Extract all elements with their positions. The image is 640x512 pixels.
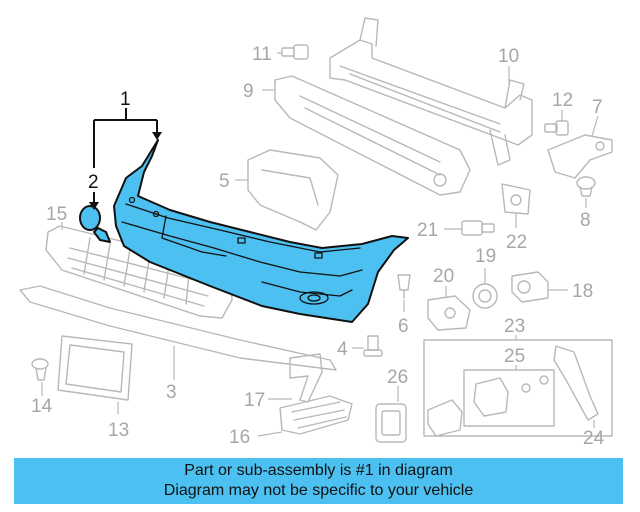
part-14-push-clip bbox=[31, 358, 49, 396]
part-2-tow-cover bbox=[79, 205, 111, 243]
part-24-bracket bbox=[553, 345, 599, 428]
part-23-radar-assembly bbox=[423, 335, 613, 437]
callout-23: 23 bbox=[504, 316, 525, 337]
callout-13: 13 bbox=[108, 420, 129, 441]
callout-2: 2 bbox=[88, 172, 99, 193]
banner-line-2: Diagram may not be specific to your vehi… bbox=[163, 482, 474, 499]
callout-9: 9 bbox=[243, 81, 254, 102]
part-12-bolt bbox=[544, 110, 569, 136]
part-10-reinforcement-bar bbox=[329, 17, 533, 166]
radar-sensor bbox=[427, 399, 463, 437]
callout-22: 22 bbox=[506, 232, 527, 253]
callout-14: 14 bbox=[31, 396, 53, 417]
part-7-side-bracket bbox=[547, 115, 613, 179]
callout-3: 3 bbox=[166, 382, 177, 403]
part-15-grille bbox=[45, 222, 233, 319]
callout-24: 24 bbox=[583, 428, 605, 449]
part-21-sensor bbox=[444, 220, 495, 236]
callout-5: 5 bbox=[219, 171, 230, 192]
part-9-absorber bbox=[262, 75, 471, 196]
part-20-sensor-holder bbox=[427, 286, 471, 331]
part-17-trim-bracket bbox=[268, 353, 323, 403]
part-8-clip bbox=[576, 176, 596, 208]
part-25-radar-bracket bbox=[463, 365, 555, 427]
parts-diagram: 11 10 9 12 7 8 5 bbox=[19, 17, 613, 449]
part-4-screw bbox=[352, 335, 383, 357]
part-19-grommet bbox=[472, 268, 498, 309]
callout-17: 17 bbox=[244, 390, 265, 411]
callout-21: 21 bbox=[417, 220, 438, 241]
part-5-guide-bracket bbox=[235, 149, 339, 231]
part-22-sensor-bracket bbox=[501, 183, 531, 228]
callout-1: 1 bbox=[120, 89, 131, 110]
callout-18: 18 bbox=[572, 281, 593, 302]
part-3-lower-spoiler bbox=[19, 285, 337, 380]
part-13-plate-bracket bbox=[57, 335, 133, 414]
part-16-fog-grille bbox=[257, 395, 353, 437]
callout-12: 12 bbox=[552, 90, 573, 111]
callout-19: 19 bbox=[475, 246, 496, 267]
leader-1-2 bbox=[89, 108, 162, 210]
callout-20: 20 bbox=[433, 266, 454, 287]
callout-10: 10 bbox=[498, 46, 519, 67]
callout-25: 25 bbox=[504, 346, 525, 367]
callout-7: 7 bbox=[592, 97, 603, 118]
part-11-bolt bbox=[277, 44, 309, 60]
callout-11: 11 bbox=[252, 44, 272, 65]
callout-15: 15 bbox=[46, 204, 67, 225]
part-18-park-sensor bbox=[511, 271, 568, 303]
callout-4: 4 bbox=[337, 339, 348, 360]
callout-8: 8 bbox=[580, 210, 591, 231]
part-1-bumper-cover bbox=[113, 139, 409, 323]
callout-26: 26 bbox=[387, 367, 408, 388]
callout-16: 16 bbox=[229, 427, 250, 448]
info-banner: Part or sub-assembly is #1 in diagram Di… bbox=[14, 458, 623, 504]
part-6-clip bbox=[397, 274, 411, 312]
banner-line-1: Part or sub-assembly is #1 in diagram bbox=[184, 462, 453, 479]
part-26-sensor-bezel bbox=[375, 386, 407, 443]
callout-6: 6 bbox=[398, 316, 409, 337]
